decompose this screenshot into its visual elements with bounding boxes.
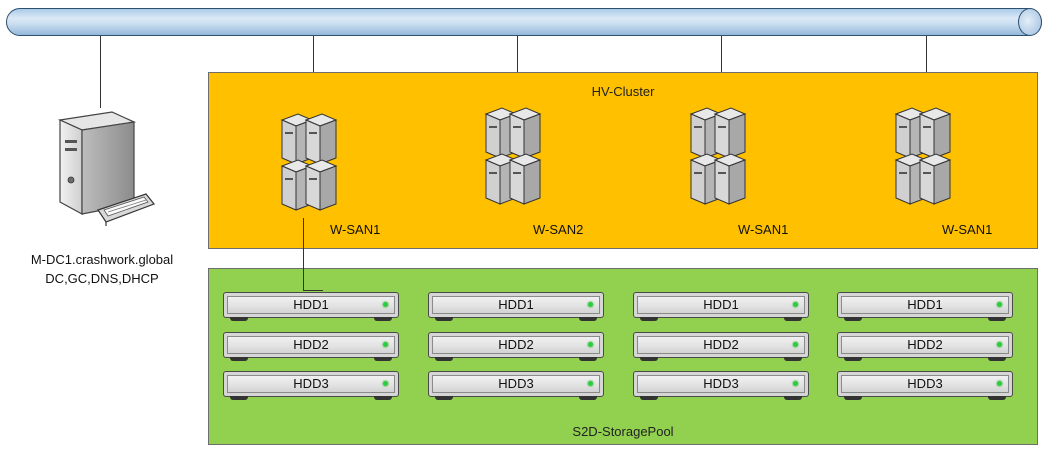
drive-label: HDD2 xyxy=(293,337,329,352)
drive-label: HDD3 xyxy=(293,376,329,391)
dc-network-link xyxy=(100,36,101,108)
drive-label: HDD3 xyxy=(703,376,739,391)
node2-server-icon xyxy=(482,104,552,212)
drive-node1-hdd3: HDD3 xyxy=(223,371,399,400)
drive-label: HDD2 xyxy=(498,337,534,352)
drive-label: HDD1 xyxy=(498,297,534,312)
drive-led-icon xyxy=(793,302,798,307)
network-bus xyxy=(6,8,1042,36)
drive-label: HDD3 xyxy=(907,376,943,391)
dc-label: M-DC1.crashwork.global DC,GC,DNS,DHCP xyxy=(2,250,202,288)
drive-led-icon xyxy=(997,342,1002,347)
drive-node2-hdd1: HDD1 xyxy=(428,292,604,321)
hv-cluster-title: HV-Cluster xyxy=(591,84,655,99)
drive-led-icon xyxy=(383,342,388,347)
drive-node2-hdd2: HDD2 xyxy=(428,332,604,361)
drive-node3-hdd3: HDD3 xyxy=(633,371,809,400)
drive-label: HDD1 xyxy=(293,297,329,312)
node4-label: W-SAN1 xyxy=(942,222,993,237)
drive-node4-hdd1: HDD1 xyxy=(837,292,1013,321)
drive-label: HDD2 xyxy=(907,337,943,352)
node3-label: W-SAN1 xyxy=(738,222,789,237)
drive-node1-hdd2: HDD2 xyxy=(223,332,399,361)
node1-label: W-SAN1 xyxy=(330,222,381,237)
dc-roles: DC,GC,DNS,DHCP xyxy=(45,271,159,286)
node1-storage-link-h xyxy=(303,290,323,291)
node1-storage-link xyxy=(303,218,304,290)
drive-led-icon xyxy=(793,342,798,347)
drive-label: HDD2 xyxy=(703,337,739,352)
drive-led-icon xyxy=(383,381,388,386)
node4-server-icon xyxy=(892,104,962,212)
dc-hostname: M-DC1.crashwork.global xyxy=(30,252,174,267)
node3-server-icon xyxy=(687,104,757,212)
drive-led-icon xyxy=(997,302,1002,307)
node2-label: W-SAN2 xyxy=(533,222,584,237)
drive-led-icon xyxy=(793,381,798,386)
drive-led-icon xyxy=(588,381,593,386)
drive-led-icon xyxy=(588,302,593,307)
drive-node2-hdd3: HDD3 xyxy=(428,371,604,400)
drive-node3-hdd1: HDD1 xyxy=(633,292,809,321)
node1-server-icon xyxy=(278,110,348,218)
drive-led-icon xyxy=(997,381,1002,386)
drive-node4-hdd3: HDD3 xyxy=(837,371,1013,400)
drive-node3-hdd2: HDD2 xyxy=(633,332,809,361)
drive-node1-hdd1: HDD1 xyxy=(223,292,399,321)
drive-label: HDD1 xyxy=(703,297,739,312)
drive-node4-hdd2: HDD2 xyxy=(837,332,1013,361)
drive-led-icon xyxy=(383,302,388,307)
domain-controller-server-icon xyxy=(50,102,160,232)
network-bus-end xyxy=(1018,8,1042,36)
storage-pool-title: S2D-StoragePool xyxy=(572,424,674,439)
drive-led-icon xyxy=(588,342,593,347)
drive-label: HDD3 xyxy=(498,376,534,391)
drive-label: HDD1 xyxy=(907,297,943,312)
